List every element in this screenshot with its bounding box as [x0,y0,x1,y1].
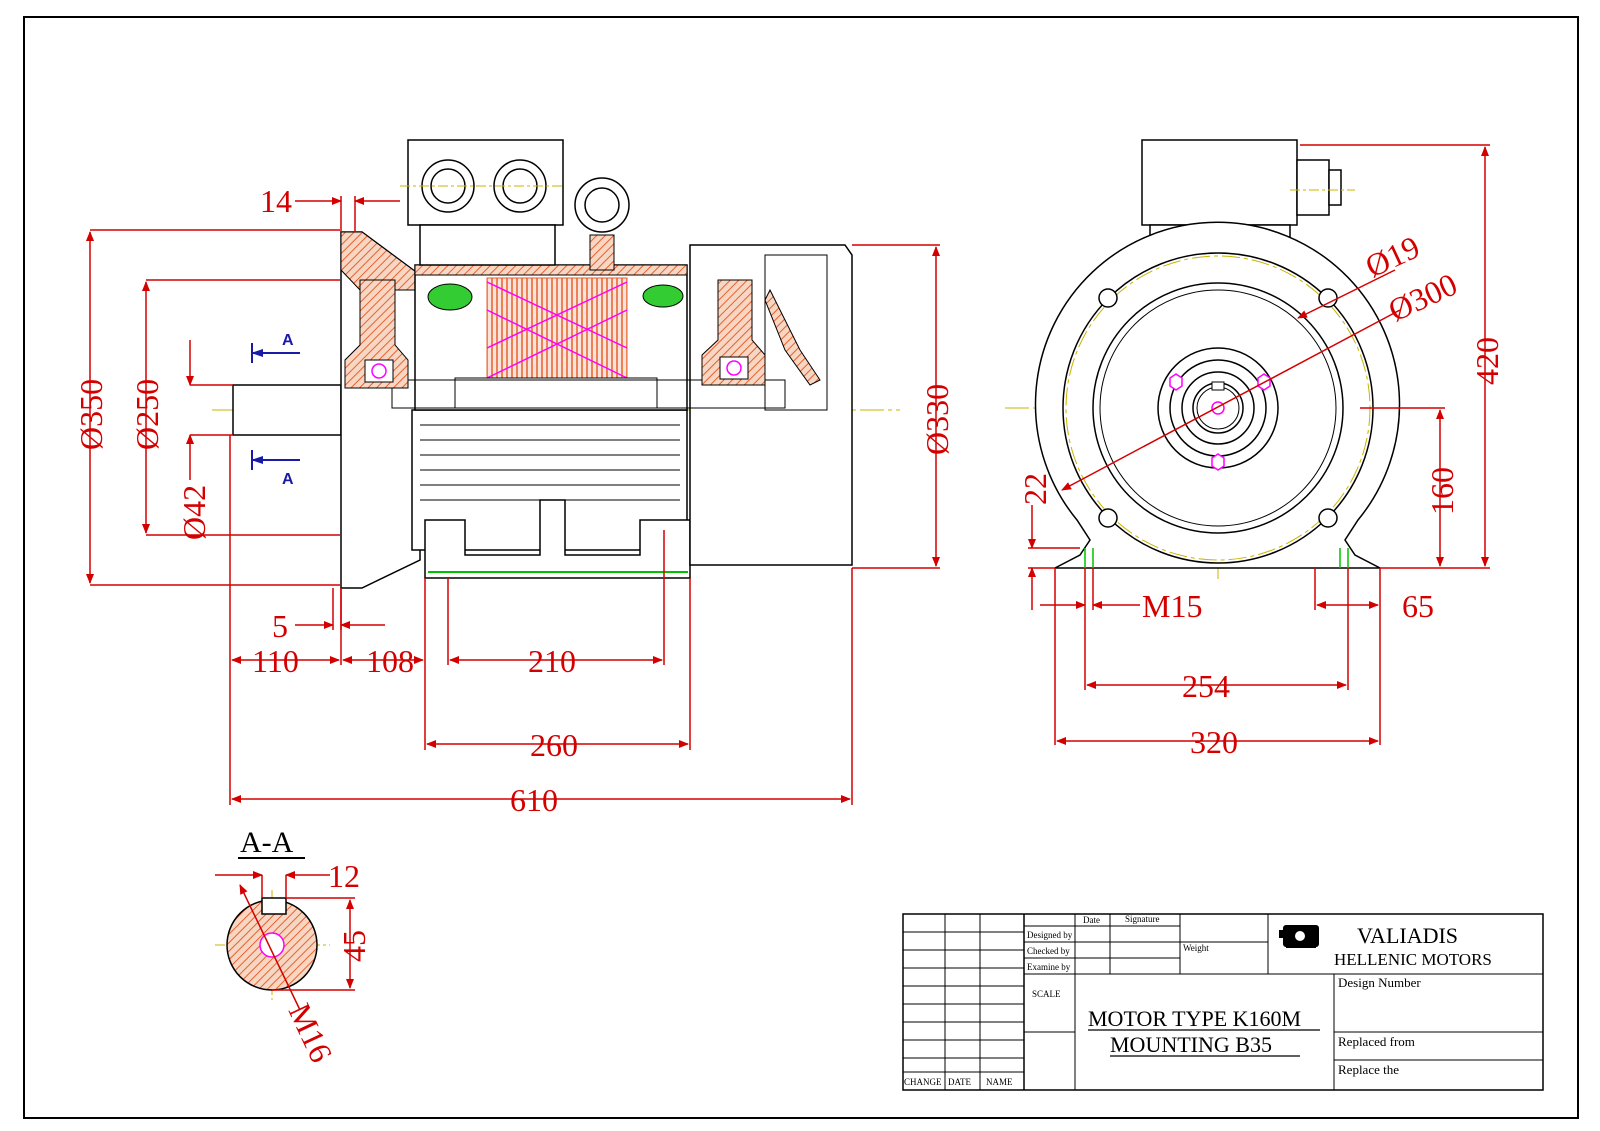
tb-designed-by: Designed by [1027,930,1073,940]
tb-col-date: DATE [948,1077,971,1087]
section-aa-title: A-A [240,826,294,859]
tb-weight: Weight [1183,943,1209,953]
tb-motor-type: MOTOR TYPE K160M [1088,1006,1301,1031]
dim-320: 320 [1190,724,1238,760]
dim-m15: M15 [1142,588,1202,624]
tb-hdr-signature: Signature [1125,914,1160,924]
tb-checked-by: Checked by [1027,946,1070,956]
side-view: Ø19 Ø300 420 160 22 M15 65 254 320 [1005,139,1505,760]
dim-22: 22 [1017,473,1053,505]
dim-610: 610 [510,782,558,818]
side-body-outline [1034,221,1401,569]
dim-d350: Ø350 [73,379,109,450]
front-view: A A [73,139,955,818]
dim-65: 65 [1402,588,1434,624]
dim-d42: Ø42 [176,485,212,540]
dim-160: 160 [1424,467,1460,515]
dim-d19: Ø19 [1360,228,1425,284]
tb-replace-the: Replace the [1338,1062,1399,1077]
dim-14: 14 [260,183,292,219]
section-mark-a-bottom: A [282,471,294,488]
coil-end-right [642,284,684,308]
section-mark-a-top: A [282,332,294,349]
tb-col-name: NAME [986,1077,1013,1087]
tb-scale: SCALE [1032,989,1061,999]
dim-260: 260 [530,727,578,763]
dim-d330: Ø330 [919,384,955,455]
valiadis-logo-icon [1279,925,1319,948]
side-terminal-box [1141,139,1298,226]
keyway [261,897,287,915]
shaft [232,384,342,436]
flange-hole-tr [1318,288,1338,308]
bearing-right [701,279,766,386]
tb-brand-line1: VALIADIS [1357,923,1458,948]
dim-m16: M16 [282,998,340,1068]
section-aa: A-A 12 45 M16 [215,826,372,1068]
dim-5: 5 [272,608,288,644]
dim-210: 210 [528,643,576,679]
tb-brand-line2: HELLENIC MOTORS [1334,950,1492,969]
dim-108: 108 [366,643,414,679]
dim-45: 45 [336,930,372,962]
tb-col-change: CHANGE [904,1077,942,1087]
tb-examine-by: Examine by [1027,962,1071,972]
dim-d250: Ø250 [129,379,165,450]
tb-hdr-date: Date [1083,915,1100,925]
flange-hole-bl [1098,508,1118,528]
stator-winding [486,277,628,379]
sheet-border [23,16,1579,1119]
dim-420: 420 [1469,337,1505,385]
dim-110: 110 [252,643,299,679]
tb-mounting: MOUNTING B35 [1110,1032,1272,1057]
dim-254: 254 [1182,668,1230,704]
tb-replaced-from: Replaced from [1338,1034,1415,1049]
title-block [902,913,1544,1091]
dim-12: 12 [328,858,360,894]
coil-end-left [427,283,473,311]
flange-hole-br [1318,508,1338,528]
flange-hole-tl [1098,288,1118,308]
tb-design-number: Design Number [1338,975,1421,990]
